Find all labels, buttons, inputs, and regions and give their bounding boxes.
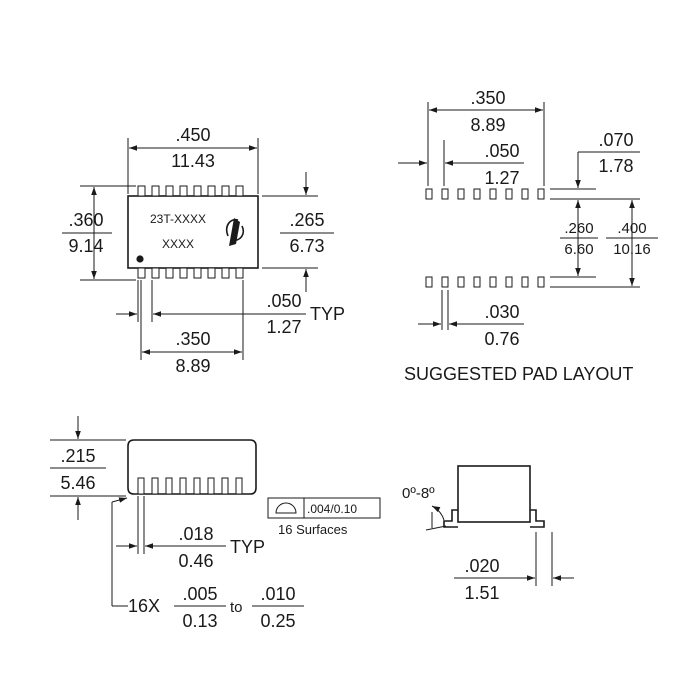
pad-gap-mm: 6.60 <box>564 241 593 258</box>
standoff-min-inch: .005 <box>182 584 217 604</box>
pad-width-inch: .030 <box>484 302 519 322</box>
top-height-mm: 9.14 <box>68 236 103 256</box>
pad-span-inch: .350 <box>470 88 505 108</box>
lead-width-mm: 0.46 <box>178 551 213 571</box>
pad-length-inch: .070 <box>598 130 633 150</box>
side-view-leads <box>137 477 243 495</box>
pad-length-mm: 1.78 <box>598 156 633 176</box>
top-width-inch: .450 <box>175 125 210 145</box>
flatness-caption: 16 Surfaces <box>278 522 348 537</box>
standoff-max-mm: 0.25 <box>260 611 295 631</box>
pad-pitch-inch: .050 <box>484 141 519 161</box>
pad-row-upper <box>425 188 545 200</box>
pad-width-mm: 0.76 <box>484 329 519 349</box>
top-pitch-inch: .050 <box>266 291 301 311</box>
top-span-inch: .350 <box>175 329 210 349</box>
standoff-separator: to <box>230 599 243 616</box>
side-view: .215 5.46 .018 0.46 TYP 16X .005 0.13 to… <box>50 416 381 631</box>
pad-span-mm: 8.89 <box>470 115 505 135</box>
flatness-value: .004/0.10 <box>307 502 357 516</box>
pad-pitch-mm: 1.27 <box>484 168 519 188</box>
pad-layout-caption: SUGGESTED PAD LAYOUT <box>404 364 633 384</box>
flatness-frame: .004/0.10 <box>267 497 381 519</box>
side-height-mm: 5.46 <box>60 473 95 493</box>
top-height-inch: .360 <box>68 210 103 230</box>
side-height-inch: .215 <box>60 446 95 466</box>
top-view: 23T-XXXX XXXX .450 11.43 .360 9.14 .265 … <box>62 125 345 376</box>
top-view-upper-pins <box>137 185 244 197</box>
top-view-lower-pins <box>137 267 244 279</box>
end-view: 0º-8º .020 1.51 <box>402 465 574 603</box>
pad-layout-view: .350 8.89 .050 1.27 .070 1.78 .260 6.60 … <box>398 88 658 384</box>
end-lead-left <box>443 509 458 528</box>
flatness-symbol-icon <box>275 502 297 514</box>
pad-outer-mm: 10.16 <box>613 241 651 258</box>
lead-width-inch: .018 <box>178 524 213 544</box>
top-body-inch: .265 <box>289 210 324 230</box>
pad-gap-inch: .260 <box>564 220 593 237</box>
top-pitch-mm: 1.27 <box>266 317 301 337</box>
pad-row-lower <box>425 276 545 288</box>
end-body <box>457 465 531 523</box>
top-body-mm: 6.73 <box>289 236 324 256</box>
foot-length-inch: .020 <box>464 556 499 576</box>
part-marking-line2: XXXX <box>162 237 194 251</box>
lead-width-typ: TYP <box>230 537 265 557</box>
standoff-max-inch: .010 <box>260 584 295 604</box>
pin1-marker <box>136 255 144 263</box>
standoff-prefix: 16X <box>128 596 160 616</box>
manufacturer-logo-icon <box>225 218 245 246</box>
end-lead-right <box>530 509 545 528</box>
package-body <box>127 195 259 269</box>
foot-length-mm: 1.51 <box>464 583 499 603</box>
side-body <box>127 439 257 495</box>
top-span-mm: 8.89 <box>175 356 210 376</box>
top-pitch-typ: TYP <box>310 304 345 324</box>
pad-outer-inch: .400 <box>617 220 646 237</box>
angle-label: 0º-8º <box>402 485 435 502</box>
part-marking-line1: 23T-XXXX <box>150 212 206 226</box>
top-width-mm: 11.43 <box>171 151 215 171</box>
standoff-min-mm: 0.13 <box>182 611 217 631</box>
